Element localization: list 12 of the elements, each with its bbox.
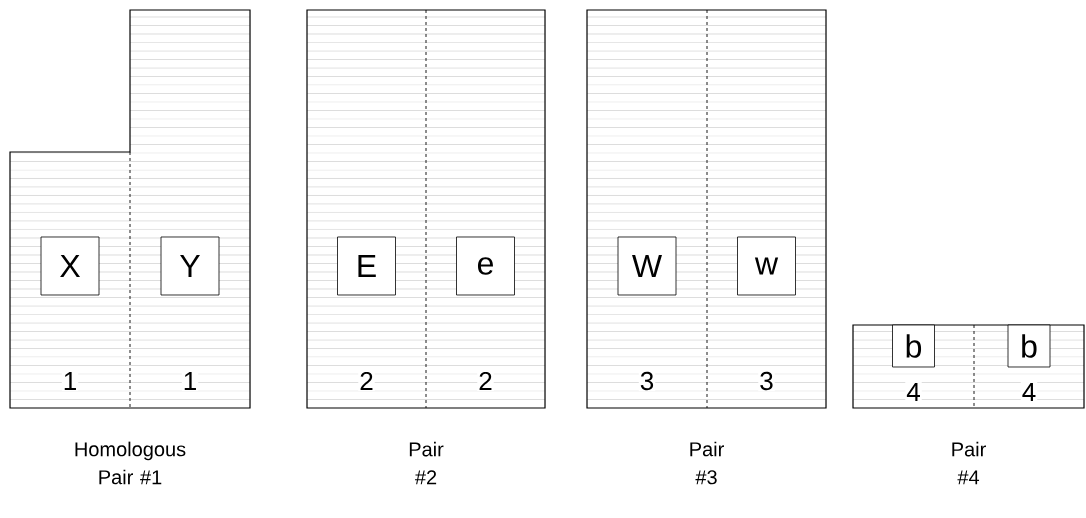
node-label: Pair #4 xyxy=(952,441,986,485)
letter-box: b xyxy=(1007,324,1051,368)
letter-box: w xyxy=(737,236,796,296)
node-label: Pair #3 xyxy=(690,441,724,485)
letter-box: X xyxy=(40,236,100,296)
letter-box: Y xyxy=(160,236,220,296)
letter-box: b xyxy=(892,324,935,368)
letter-box: E xyxy=(337,236,396,296)
node-label: Pair #2 xyxy=(409,441,444,485)
letter-box: W xyxy=(617,236,677,296)
letter-box: e xyxy=(456,236,515,296)
node-label: Homologous Pair #1 xyxy=(75,441,186,485)
